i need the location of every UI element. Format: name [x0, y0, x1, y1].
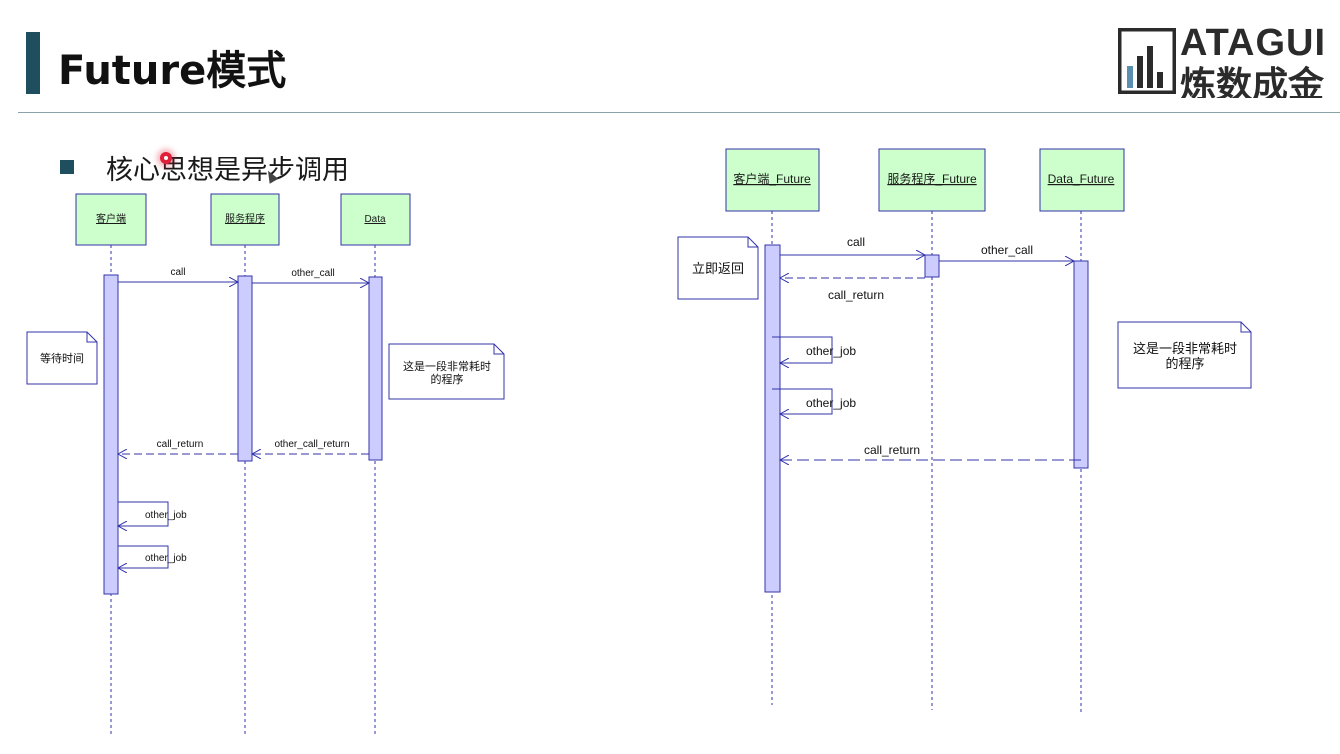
slide-title: Future模式	[58, 48, 287, 94]
note-left-slow-line-2: 的程序	[431, 372, 464, 386]
msg-right-call-label: call	[847, 235, 865, 249]
participant-left-client-label: 客户端	[96, 212, 126, 225]
msg-right-other-job-1	[772, 336, 833, 363]
activation-right-data	[1073, 260, 1089, 469]
msg-left-call-label: call	[170, 267, 185, 278]
title-divider	[18, 112, 1340, 113]
msg-right-other-call-label: other_call	[981, 243, 1033, 257]
msg-left-other-job-1-label: other_job	[145, 510, 187, 521]
title-accent-bar	[26, 32, 40, 94]
bullet-text: 核心思想是异步调用	[106, 155, 349, 186]
participant-left-data: Data	[340, 193, 411, 246]
msg-left-other-job-2-label: other_job	[145, 553, 187, 564]
msg-right-other-job-2	[772, 388, 833, 414]
participant-left-server: 服务程序	[210, 193, 280, 246]
msg-left-other-job-1	[118, 501, 169, 526]
participant-left-client: 客户端	[75, 193, 147, 246]
participant-left-data-label: Data	[364, 214, 386, 225]
msg-right-other-job-2-label: other_job	[806, 396, 856, 410]
note-right-slow-line-1: 这是一段非常耗时	[1133, 341, 1237, 357]
msg-left-other-call-return-label: other_call_return	[274, 439, 349, 450]
activation-left-data	[368, 276, 383, 461]
msg-left-call-return-label: call_return	[157, 439, 204, 450]
logo-text-top: ATAGUI	[1180, 24, 1327, 64]
note-left-slow: 这是一段非常耗时 的程序	[388, 343, 505, 400]
note-left-slow-line-1: 这是一段非常耗时	[403, 359, 491, 373]
diagram-right: 客户端_Future 服务程序_Future Data_Future call …	[677, 148, 1252, 714]
logo: ATAGUI 炼数成金	[1118, 24, 1340, 98]
logo-text-bottom: 炼数成金	[1180, 65, 1325, 98]
laser-pointer-dot	[160, 152, 172, 164]
msg-left-other-call-label: other_call	[291, 268, 334, 279]
activation-left-client	[103, 274, 119, 595]
logo-icon	[1118, 28, 1176, 94]
participant-right-server: 服务程序_Future	[878, 148, 986, 212]
note-left-wait: 等待时间	[26, 331, 98, 385]
participant-right-client-label: 客户端_Future	[733, 171, 811, 186]
msg-right-call-return-1-label: call_return	[828, 288, 884, 302]
participant-right-server-label: 服务程序_Future	[887, 171, 977, 186]
participant-right-data: Data_Future	[1039, 148, 1125, 212]
participant-left-server-label: 服务程序	[225, 212, 265, 225]
activation-right-client	[764, 244, 781, 593]
activation-left-server	[237, 275, 253, 462]
activation-right-server	[924, 254, 940, 278]
note-right-slow: 这是一段非常耗时 的程序	[1117, 321, 1252, 389]
note-right-immediate-text: 立即返回	[692, 262, 744, 277]
participant-right-data-label: Data_Future	[1048, 172, 1115, 186]
note-right-immediate: 立即返回	[677, 236, 759, 300]
msg-right-call-return-2-label: call_return	[864, 443, 920, 457]
msg-left-other-job-2	[118, 545, 169, 568]
bullet-square	[60, 160, 74, 174]
msg-right-other-job-1-label: other_job	[806, 344, 856, 358]
diagram-left: 客户端 服务程序 Data call other_call call_retur…	[26, 193, 505, 735]
note-right-slow-line-2: 的程序	[1165, 356, 1204, 372]
note-left-wait-text: 等待时间	[40, 351, 84, 365]
participant-right-client: 客户端_Future	[725, 148, 820, 212]
